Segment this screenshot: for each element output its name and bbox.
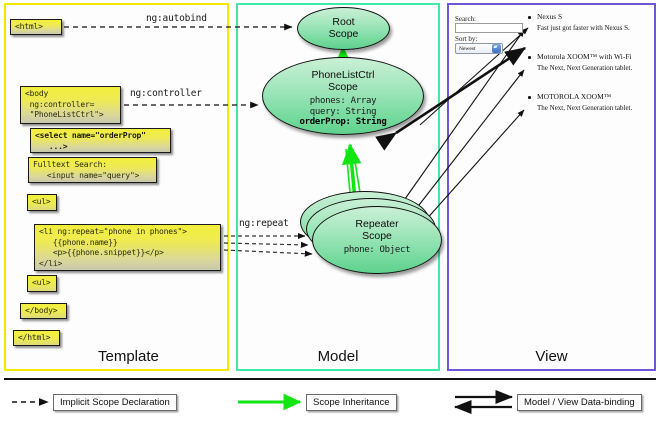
edge-label-repeat: ng:repeat <box>239 218 289 229</box>
phone-snippet: The Next, Next Generation tablet. <box>537 64 633 72</box>
code-box-ul-open: <ul> <box>27 194 57 211</box>
panel-template-title: Template <box>98 348 159 365</box>
chevron-updown-icon[interactable] <box>492 43 501 53</box>
scope-phonelistctrl-title-line2: Scope <box>328 81 358 93</box>
bullet-icon <box>528 16 531 19</box>
code-box-html-open: <html> <box>10 19 62 35</box>
scope-phonelistctrl: PhoneListCtrl Scope phones: Array query:… <box>262 57 424 135</box>
legend-label-implicit-scope-declaration: Implicit Scope Declaration <box>53 394 177 411</box>
scope-root: Root Scope <box>297 7 390 50</box>
search-label: Search: <box>455 15 476 23</box>
panel-model-title: Model <box>317 348 359 365</box>
scope-repeater-title-line2: Scope <box>362 230 392 242</box>
search-input[interactable] <box>455 23 523 33</box>
code-box-select: <select name="orderProp" ...> <box>30 128 171 153</box>
scope-property-query: query: String <box>309 106 377 117</box>
scope-phonelistctrl-properties: phones: Array query: String orderProp: S… <box>263 96 423 128</box>
code-box-body-close: </body> <box>20 303 67 319</box>
scope-root-title-line2: Scope <box>328 28 359 40</box>
code-box-ul-close: <ul> <box>27 275 57 292</box>
scope-repeater-title-line1: Repeater <box>355 218 399 230</box>
phone-name: Nexus S <box>537 12 563 21</box>
code-box-fulltext-search: Fulltext Search: <input name="query"> <box>28 157 157 183</box>
scope-root-title-line1: Root <box>332 16 355 28</box>
edge-label-autobind: ng:autobind <box>146 13 207 24</box>
bullet-icon <box>528 96 531 99</box>
scope-repeater-properties: phone: Object <box>313 245 441 256</box>
scope-repeater: Repeater Scope phone: Object <box>312 206 442 274</box>
phone-name: Motorola XOOM™ with Wi-Fi <box>537 52 632 61</box>
scope-property-phone: phone: Object <box>343 245 411 255</box>
sortby-label: Sort by: <box>455 35 478 43</box>
legend-label-scope-inheritance: Scope Inheritance <box>306 394 397 411</box>
phone-name: MOTOROLA XOOM™ <box>537 92 612 101</box>
scope-property-phones: phones: Array <box>309 96 377 106</box>
panel-view-title: View <box>535 348 568 365</box>
scope-property-orderprop: orderProp: String <box>299 117 387 127</box>
bullet-icon <box>528 56 531 59</box>
phone-snippet: Fast just got faster with Nexus S. <box>537 24 630 32</box>
scope-phonelistctrl-title-line1: PhoneListCtrl <box>311 69 375 81</box>
legend-label-model-view-data-binding: Model / View Data-binding <box>517 394 642 411</box>
legend-divider <box>4 378 656 380</box>
code-box-li-repeat: <li ng:repeat="phone in phones"> {{phone… <box>34 224 221 271</box>
phone-snippet: The Next, Next Generation tablet. <box>537 104 633 112</box>
sort-select[interactable]: Newest <box>455 43 503 54</box>
code-box-body-open: <body ng:controller= "PhoneListCtrl"> <box>20 86 121 124</box>
code-box-html-close: </html> <box>13 330 60 346</box>
edge-label-controller: ng:controller <box>130 88 202 99</box>
